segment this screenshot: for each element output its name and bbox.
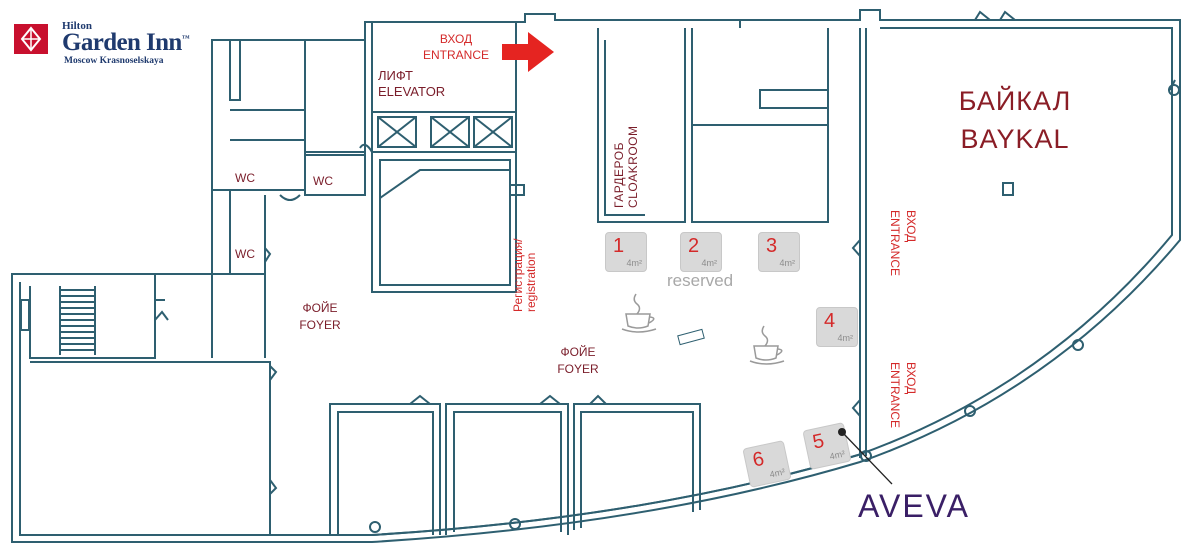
foyer-label-1: ФОЙЕ FOYER xyxy=(290,302,350,332)
booth-4[interactable]: 4 4m² xyxy=(816,307,858,347)
coffee-cup-icon xyxy=(749,325,785,365)
wc-label-1: WC xyxy=(235,171,255,185)
main-entrance-ru: ВХОД xyxy=(439,32,473,46)
booth-1[interactable]: 1 4m² xyxy=(605,232,647,272)
main-entrance-label: ВХОД ENTRANCE xyxy=(414,33,498,62)
reserved-label: reserved xyxy=(667,271,734,290)
booth-area: 4m² xyxy=(837,333,854,343)
foyer-label-2: ФОЙЕ FOYER xyxy=(548,346,608,376)
hall-name-en: BAYKAL xyxy=(960,124,1070,154)
side-entrance-label-1: ВХОД ENTRANCE xyxy=(888,210,918,277)
hall-name-label: БАЙКАЛ BAYKAL xyxy=(935,82,1095,158)
booth-number: 6 xyxy=(750,447,767,472)
foyer-2-en: FOYER xyxy=(557,362,599,376)
booth-area: 4m² xyxy=(701,258,718,268)
entrance-arrow-icon xyxy=(502,32,554,72)
brand-small: Hilton xyxy=(62,20,92,32)
foyer-2-ru: ФОЙЕ xyxy=(560,345,596,359)
booth-2[interactable]: 2 4m² xyxy=(680,232,722,272)
hotel-logo: Hilton Garden Inn™ Moscow Krasnoselskaya xyxy=(10,16,200,76)
hall-name-ru: БАЙКАЛ xyxy=(958,86,1072,116)
wc-label-3: WC xyxy=(235,247,255,261)
booth-6[interactable]: 6 4m² xyxy=(742,440,792,488)
brand-main: Garden Inn xyxy=(62,29,182,56)
wc-label-2: WC xyxy=(313,174,333,188)
booth-number: 2 xyxy=(688,235,700,257)
hilton-logo-mark xyxy=(14,24,48,54)
foyer-1-en: FOYER xyxy=(299,318,341,332)
registration-label: Регистрация/ registration xyxy=(511,238,538,312)
exhibitor-pointer xyxy=(838,428,893,485)
elevator-en: ELEVATOR xyxy=(378,84,446,99)
booth-number: 1 xyxy=(613,235,625,257)
coffee-cup-icon xyxy=(621,293,657,333)
elevator-ru: ЛИФТ xyxy=(378,68,413,83)
brand-location: Moscow Krasnoselskaya xyxy=(64,56,164,66)
brand-trademark: ™ xyxy=(181,33,190,43)
booth-number: 4 xyxy=(824,310,836,332)
booth-number: 3 xyxy=(766,235,778,257)
booth-3[interactable]: 3 4m² xyxy=(758,232,800,272)
foyer-1-ru: ФОЙЕ xyxy=(302,301,338,315)
booth-area: 4m² xyxy=(626,258,643,268)
booth-area: 4m² xyxy=(779,258,796,268)
exhibitor-logo: AVEVA xyxy=(858,488,970,524)
main-entrance-en: ENTRANCE xyxy=(422,48,489,62)
elevator-label: ЛИФТ ELEVATOR xyxy=(378,69,445,98)
side-entrance-label-2: ВХОД ENTRANCE xyxy=(888,362,918,429)
brand-name: Garden Inn™ xyxy=(62,29,190,57)
cloakroom-label: ГАРДЕРОБ CLOAKROOM xyxy=(612,125,640,208)
booth-area: 4m² xyxy=(768,466,786,480)
